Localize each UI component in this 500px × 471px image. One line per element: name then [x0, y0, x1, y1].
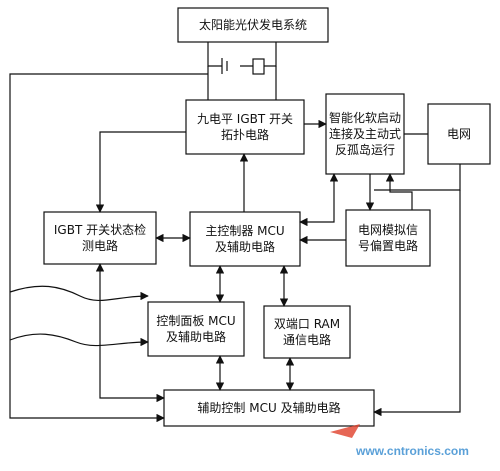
pv-left-bus [9, 73, 208, 423]
grid-right-bus [374, 164, 461, 191]
detect-to-aux-line [95, 263, 165, 403]
inverter-label: 九电平 IGBT 开关 [197, 112, 293, 126]
solar-pv-label: 太阳能光伏发电系统 [199, 17, 307, 32]
dual-ram-box [263, 305, 351, 359]
grid-feedback-line [385, 173, 413, 210]
igbt-detect-label: 测电路 [82, 238, 118, 253]
grid-signal-label: 电网模拟信 [358, 223, 418, 237]
solar-pv-box [177, 7, 329, 43]
inverter-box [185, 99, 305, 155]
mcu-softstart-line [299, 173, 339, 227]
panel-mcu-box [147, 301, 245, 357]
aux-mcu-label: 辅助控制 MCU 及辅助电路 [197, 400, 340, 415]
watermark-text: www.cntronics.com [355, 444, 469, 458]
soft-start-label: 反孤岛运行 [335, 142, 395, 157]
panel-mcu-label: 及辅助电路 [166, 329, 226, 344]
pv-link-line [207, 42, 277, 67]
left-curve-1 [9, 285, 149, 302]
dual-ram-label: 通信电路 [283, 332, 331, 347]
left-curve-2 [9, 333, 149, 347]
grid-label: 电网 [447, 127, 471, 141]
main-mcu-box [189, 211, 301, 267]
main-mcu-label: 主控制器 MCU [205, 224, 284, 238]
soft-start-label: 连接及主动式 [329, 126, 401, 141]
grid-signal-label: 号偏置电路 [358, 238, 418, 253]
soft-start-label: 智能化软启动 [329, 110, 401, 125]
dual-ram-label: 双端口 RAM [274, 317, 340, 331]
panel-mcu-label: 控制面板 MCU [156, 314, 235, 328]
igbt-detect-label: IGBT 开关状态检 [54, 222, 146, 237]
pv-to-inverter-line [207, 66, 277, 100]
igbt-detect-box [43, 211, 157, 265]
accent-mark [330, 424, 360, 438]
inverter-to-detect-line [95, 131, 186, 213]
inverter-label: 拓扑电路 [221, 127, 269, 142]
main-mcu-label: 及辅助电路 [215, 239, 275, 254]
grid-signal-box [345, 209, 431, 267]
